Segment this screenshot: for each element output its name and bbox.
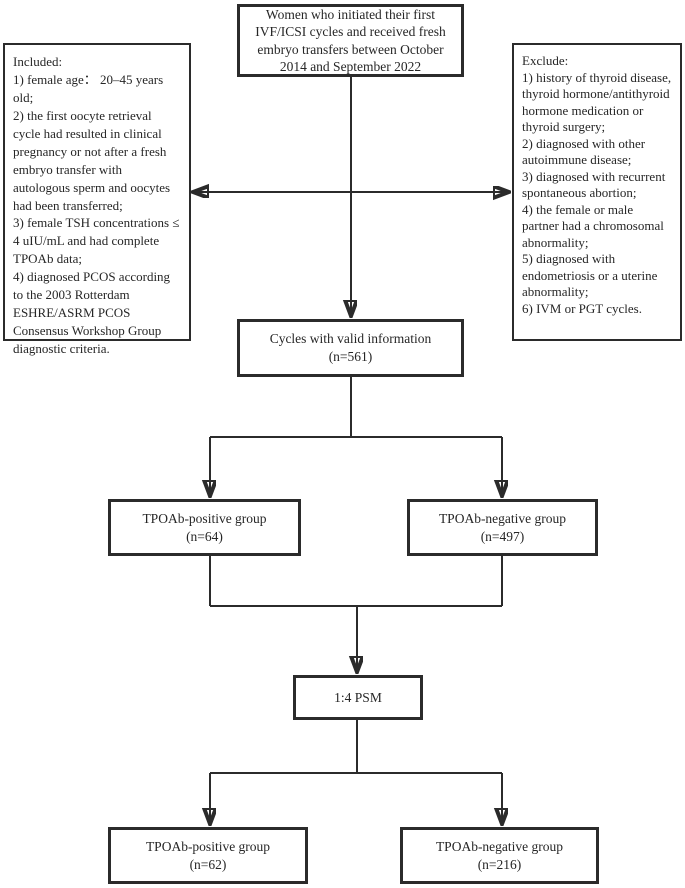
tpoab-negative-postpsm-label: TPOAb-negative group (435, 838, 564, 854)
valid-cycles-label: Cycles with valid information (269, 331, 432, 347)
box-tpoab-negative-postpsm: TPOAb-negative group (n=216) (400, 827, 599, 884)
box-valid-cycles: Cycles with valid information (n=561) (237, 319, 464, 377)
initial-cohort-text: Women who initiated their first IVF/ICSI… (255, 6, 446, 74)
inclusion-title: Included: (13, 54, 63, 69)
inclusion-item-1: 1) female age： 20–45 years old; (13, 71, 164, 105)
valid-cycles-count: (n=561) (328, 349, 373, 364)
tpoab-positive-prepsm-count: (n=64) (186, 528, 223, 544)
exclusion-title: Exclude: (522, 53, 569, 68)
tpoab-negative-prepsm-count: (n=497) (480, 528, 525, 544)
inclusion-item-4: 4) diagnosed PCOS according to the 2003 … (13, 269, 171, 356)
exclusion-item-5: 5) diagnosed with endometriosis or a ute… (522, 251, 658, 299)
psm-label: 1:4 PSM (334, 689, 382, 705)
exclusion-item-2: 2) diagnosed with other autoimmune disea… (522, 135, 646, 168)
inclusion-item-2: 2) the first oocyte retrieval cycle had … (13, 107, 171, 213)
box-psm: 1:4 PSM (293, 675, 423, 720)
tpoab-positive-postpsm-count: (n=62) (189, 856, 227, 872)
inclusion-item-3: 3) female TSH concentrations ≤ 4 uIU/mL … (13, 215, 180, 267)
box-exclusion-criteria: Exclude: 1) history of thyroid disease, … (512, 43, 682, 341)
box-tpoab-positive-postpsm: TPOAb-positive group (n=62) (108, 827, 308, 884)
box-initial-cohort: Women who initiated their first IVF/ICSI… (237, 4, 464, 77)
box-inclusion-criteria: Included: 1) female age： 20–45 years old… (3, 43, 191, 356)
tpoab-negative-postpsm-count: (n=216) (477, 856, 522, 872)
tpoab-positive-postpsm-label: TPOAb-positive group (145, 838, 271, 854)
tpoab-positive-prepsm-label: TPOAb-positive group (142, 510, 267, 526)
tpoab-negative-prepsm-label: TPOAb-negative group (438, 510, 567, 526)
exclusion-item-1: 1) history of thyroid disease, thyroid h… (522, 69, 672, 135)
connector-valid-split (210, 377, 502, 438)
connector-groups-merge (209, 556, 503, 607)
exclusion-item-6: 6) IVM or PGT cycles. (522, 300, 642, 316)
box-tpoab-negative-prepsm: TPOAb-negative group (n=497) (407, 499, 598, 556)
exclusion-item-4: 4) the female or male partner had a chro… (522, 201, 664, 250)
connector-psm-split (210, 720, 502, 774)
box-tpoab-positive-prepsm: TPOAb-positive group (n=64) (108, 499, 301, 556)
exclusion-item-3: 3) diagnosed with recurrent spontaneous … (522, 168, 666, 201)
